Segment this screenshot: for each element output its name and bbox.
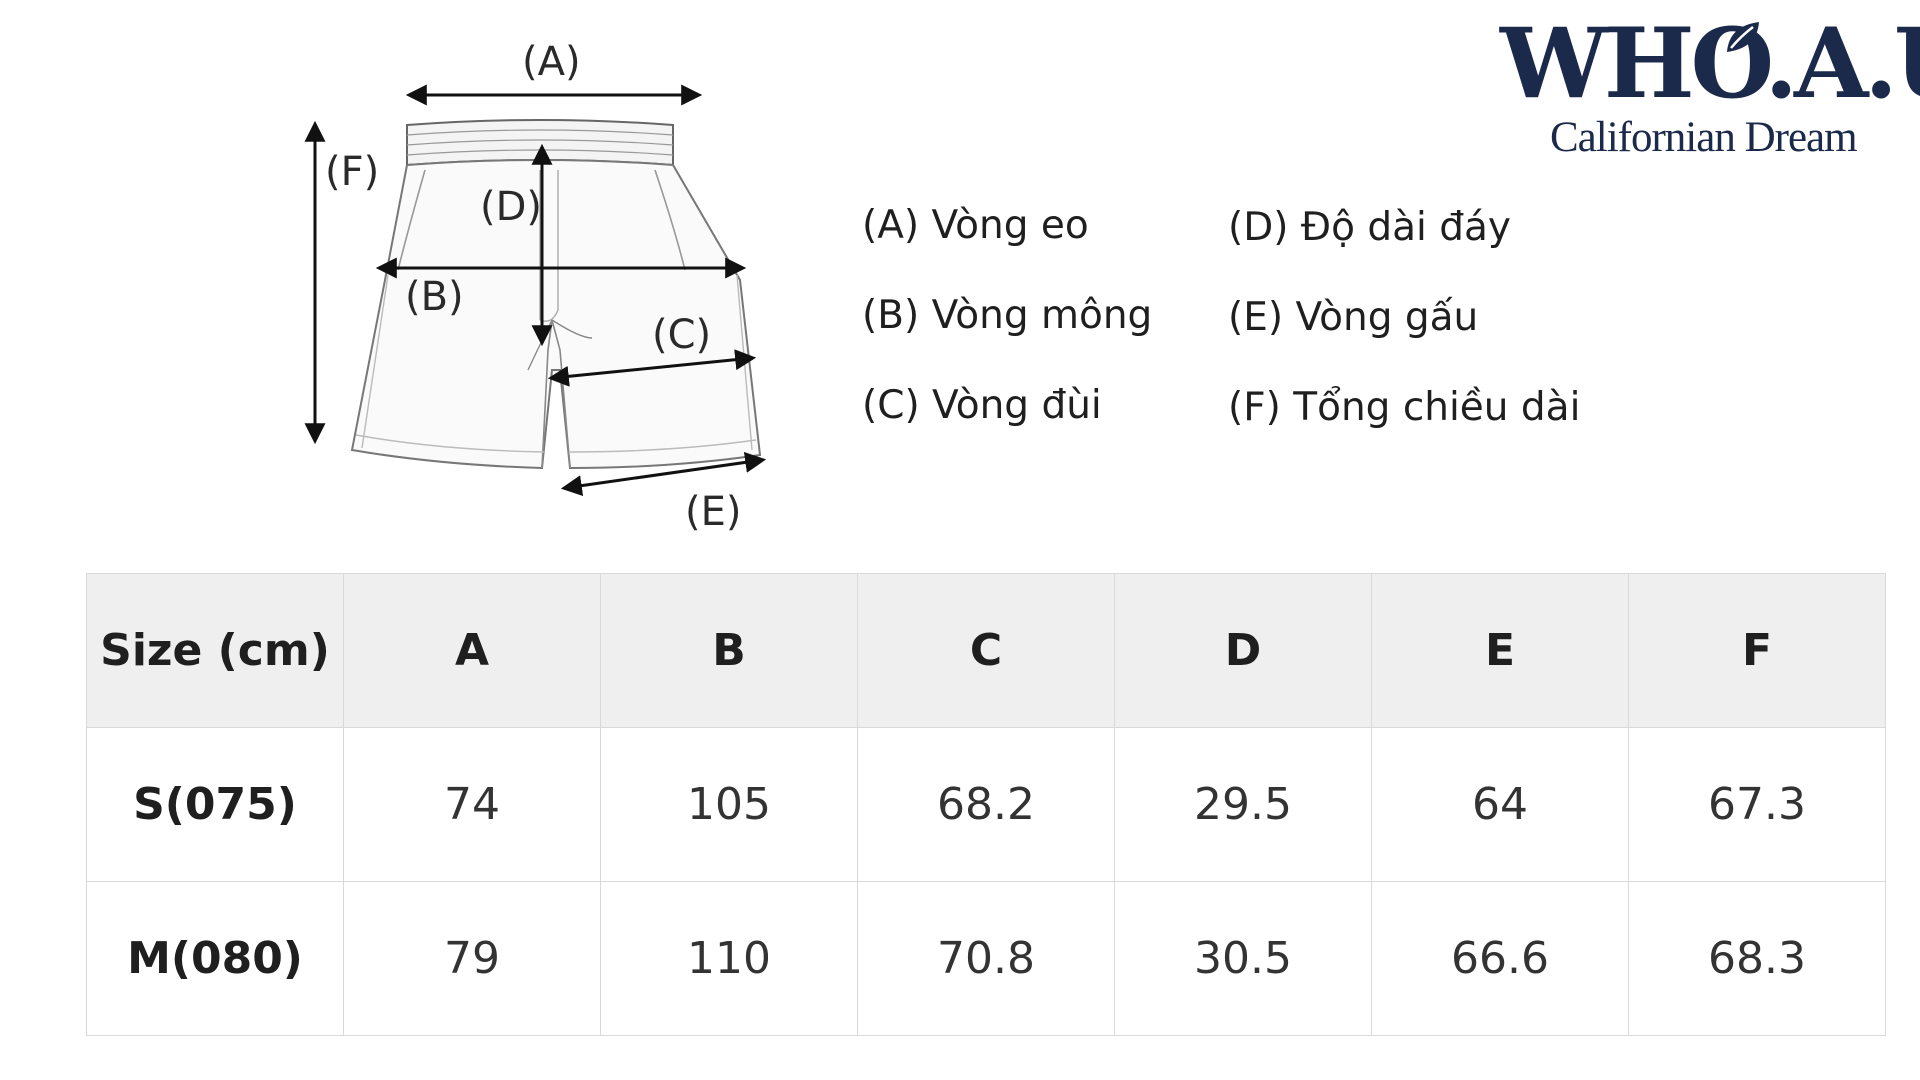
legend-item-f: (F) Tổng chiều dài — [1228, 385, 1581, 430]
leaf-icon — [1727, 22, 1759, 52]
row-size-label: M(080) — [86, 881, 344, 1036]
size-table: Size (cm) A B C D E F S(075) 74 105 68.2… — [86, 573, 1886, 1036]
row-size-label: S(075) — [86, 727, 344, 882]
cell-value: 64 — [1371, 727, 1629, 882]
shorts-measurement-diagram: (A) (F) (D) (B) (C) (E) — [290, 20, 790, 540]
measurement-legend: (A) Vòng eo (B) Vòng mông (C) Vòng đùi (… — [862, 202, 1662, 482]
cell-value: 29.5 — [1114, 727, 1372, 882]
label-c: (C) — [652, 312, 711, 358]
label-d: (D) — [480, 184, 542, 230]
cell-value: 68.3 — [1628, 881, 1886, 1036]
header-f: F — [1628, 573, 1886, 728]
cell-value: 110 — [600, 881, 858, 1036]
header-b: B — [600, 573, 858, 728]
legend-item-e: (E) Vòng gấu — [1228, 295, 1479, 340]
cell-value: 68.2 — [857, 727, 1115, 882]
arrow-c — [547, 349, 757, 387]
legend-item-b: (B) Vòng mông — [862, 293, 1153, 338]
cell-value: 70.8 — [857, 881, 1115, 1036]
cell-value: 66.6 — [1371, 881, 1629, 1036]
shorts-illustration: (A) (F) (D) (B) (C) (E) — [304, 39, 767, 535]
legend-item-c: (C) Vòng đùi — [862, 383, 1102, 428]
cell-value: 67.3 — [1628, 727, 1886, 882]
label-b: (B) — [405, 274, 464, 320]
table-row: M(080) 79 110 70.8 30.5 66.6 68.3 — [86, 881, 1886, 1036]
label-e: (E) — [685, 489, 741, 535]
header-a: A — [343, 573, 601, 728]
header-d: D — [1114, 573, 1372, 728]
header-size: Size (cm) — [86, 573, 344, 728]
label-f: (F) — [325, 149, 379, 195]
logo-wordmark: WHO.A.U — [1500, 7, 1920, 120]
header-e: E — [1371, 573, 1629, 728]
table-header-row: Size (cm) A B C D E F — [86, 573, 1886, 728]
arrow-e — [560, 451, 767, 497]
cell-value: 79 — [343, 881, 601, 1036]
measurement-arrows — [304, 84, 767, 497]
header-c: C — [857, 573, 1115, 728]
cell-value: 105 — [600, 727, 858, 882]
table-row: S(075) 74 105 68.2 29.5 64 67.3 — [86, 727, 1886, 882]
cell-value: 74 — [343, 727, 601, 882]
cell-value: 30.5 — [1114, 881, 1372, 1036]
legend-item-d: (D) Độ dài đáy — [1228, 205, 1511, 250]
legend-item-a: (A) Vòng eo — [862, 203, 1089, 248]
waistband — [406, 119, 674, 167]
logo-tagline: Californian Dream — [1550, 114, 1858, 161]
brand-logo: WHO.A.U Californian Dream — [1500, 16, 1920, 166]
label-a: (A) — [522, 39, 581, 85]
